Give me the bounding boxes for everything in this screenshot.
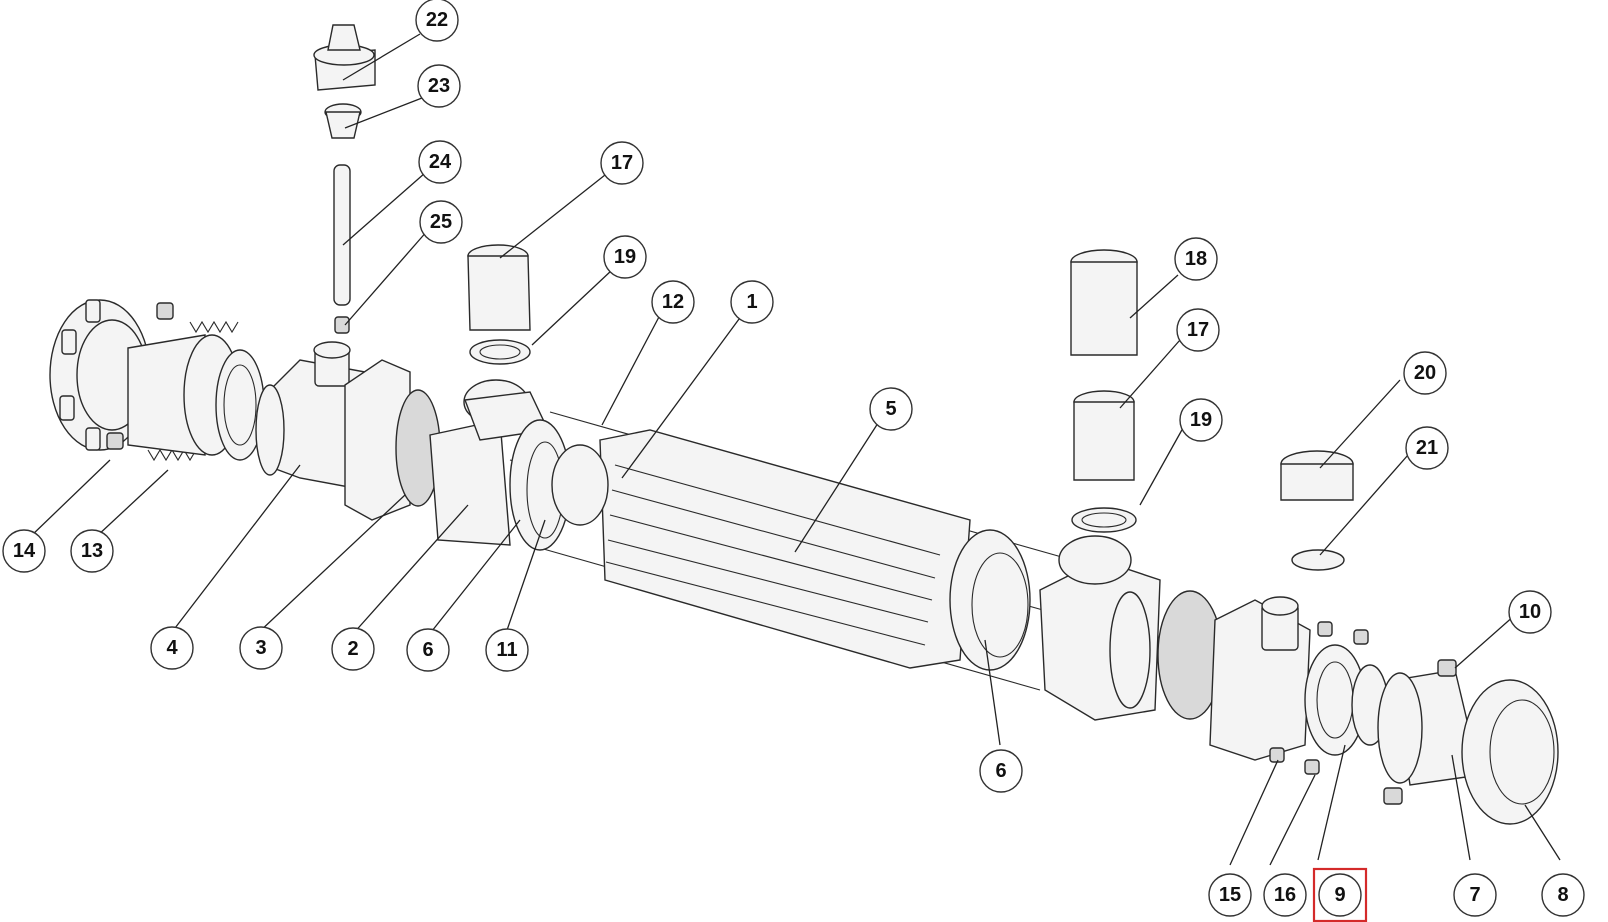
- fitting-18-17-right: [1070, 249, 1138, 533]
- callout-7[interactable]: 7: [1453, 873, 1497, 917]
- small-nut-14: [106, 432, 124, 450]
- fitting-17-left: [467, 244, 531, 365]
- svg-text:17: 17: [1187, 319, 1209, 341]
- svg-text:2: 2: [347, 638, 358, 660]
- svg-text:14: 14: [13, 540, 36, 562]
- callout-19-right[interactable]: 19: [1179, 398, 1223, 442]
- nut-upper-a: [1317, 621, 1333, 637]
- svg-text:4: 4: [166, 637, 178, 659]
- svg-text:6: 6: [995, 760, 1006, 782]
- callout-1[interactable]: 1: [730, 280, 774, 324]
- svg-text:17: 17: [611, 152, 633, 174]
- svg-text:12: 12: [662, 291, 684, 313]
- svg-text:13: 13: [81, 540, 103, 562]
- svg-text:7: 7: [1469, 884, 1480, 906]
- svg-text:24: 24: [429, 151, 452, 173]
- svg-text:25: 25: [430, 211, 452, 233]
- tube-bundle-right: [949, 529, 1031, 671]
- right-housing: [1039, 535, 1161, 721]
- callout-17-left[interactable]: 17: [600, 141, 644, 185]
- callout-13[interactable]: 13: [70, 529, 114, 573]
- callout-15[interactable]: 15: [1208, 873, 1252, 917]
- svg-text:1: 1: [746, 291, 757, 313]
- callout-11[interactable]: 11: [485, 628, 529, 672]
- callout-10[interactable]: 10: [1508, 590, 1552, 634]
- svg-text:10: 10: [1519, 601, 1541, 623]
- callout-14[interactable]: 14: [2, 529, 46, 573]
- callout-19-left[interactable]: 19: [603, 235, 647, 279]
- svg-text:8: 8: [1557, 884, 1568, 906]
- callout-22[interactable]: 22: [415, 0, 459, 42]
- callout-6-left[interactable]: 6: [406, 628, 450, 672]
- right-flange: [1209, 596, 1311, 761]
- callout-24[interactable]: 24: [418, 140, 462, 184]
- body-part-2: [429, 379, 550, 546]
- callout-18[interactable]: 18: [1174, 237, 1218, 281]
- callout-9-highlight-box: [1312, 867, 1368, 922]
- svg-text:20: 20: [1414, 362, 1436, 384]
- callout-16[interactable]: 16: [1263, 873, 1307, 917]
- nut-16: [1304, 759, 1320, 775]
- ring-part-9: [1304, 644, 1389, 756]
- callout-3[interactable]: 3: [239, 626, 283, 670]
- callout-17-right[interactable]: 17: [1176, 308, 1220, 352]
- cap-20-disc-21: [1280, 450, 1354, 571]
- cap-loose: [1383, 787, 1403, 805]
- callout-12[interactable]: 12: [651, 280, 695, 324]
- svg-text:19: 19: [614, 246, 636, 268]
- callout-6-right[interactable]: 6: [979, 749, 1023, 793]
- leader-lines: [29, 33, 1561, 866]
- nut-upper-b: [1353, 629, 1369, 645]
- left-cylinder: [127, 334, 265, 461]
- callout-23[interactable]: 23: [417, 64, 461, 108]
- svg-text:21: 21: [1416, 437, 1438, 459]
- callout-25[interactable]: 25: [419, 200, 463, 244]
- svg-text:15: 15: [1219, 884, 1241, 906]
- callout-9[interactable]: 9: [1312, 867, 1368, 922]
- svg-text:9: 9: [1334, 884, 1345, 906]
- svg-text:3: 3: [255, 637, 266, 659]
- callout-8[interactable]: 8: [1541, 873, 1585, 917]
- svg-text:11: 11: [496, 639, 517, 661]
- svg-text:16: 16: [1274, 884, 1296, 906]
- callout-20[interactable]: 20: [1403, 351, 1447, 395]
- small-nut-14-top: [156, 302, 174, 320]
- nut-15: [1269, 747, 1285, 763]
- svg-text:5: 5: [885, 398, 896, 420]
- svg-text:19: 19: [1190, 409, 1212, 431]
- cylinder-part-7: [1377, 669, 1481, 786]
- callout-4[interactable]: 4: [150, 626, 194, 670]
- top-stack-22-25: [313, 24, 376, 334]
- svg-text:6: 6: [422, 639, 433, 661]
- flange-part-3: [344, 359, 441, 521]
- svg-text:18: 18: [1185, 248, 1207, 270]
- svg-text:23: 23: [428, 75, 450, 97]
- callout-21[interactable]: 21: [1405, 426, 1449, 470]
- callout-5[interactable]: 5: [869, 387, 913, 431]
- svg-text:22: 22: [426, 9, 448, 31]
- union-nut-part-8: [1461, 679, 1559, 825]
- finned-body-part-5: [551, 429, 971, 669]
- cap-10: [1437, 659, 1457, 677]
- callout-2[interactable]: 2: [331, 627, 375, 671]
- parts-drawing: [49, 24, 1559, 825]
